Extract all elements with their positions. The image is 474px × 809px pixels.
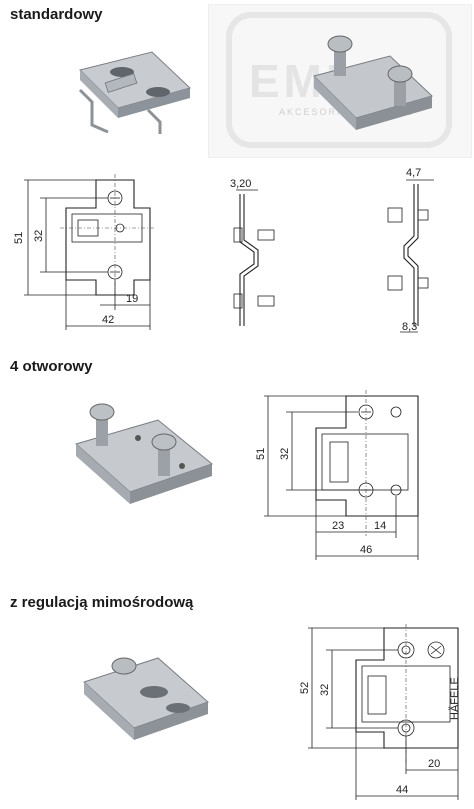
plate-4-hole-photo — [74, 403, 214, 504]
plate-with-screws-photo — [313, 35, 433, 130]
dim-4-hole-inner-height: 32 — [279, 448, 291, 460]
dim-standard-side-a-thickness: 3,20 — [230, 178, 251, 190]
dim-standard-offset: 19 — [126, 293, 138, 305]
drawing-standard-front: 51 32 19 42 — [13, 174, 156, 330]
drawing-standard-side-b: 4,7 8,3 — [387, 167, 434, 333]
dim-4-hole-offset-left: 23 — [332, 520, 344, 532]
dim-standard-side-b-bottom: 8,3 — [402, 321, 417, 333]
dim-standard-side-b-top: 4,7 — [406, 167, 421, 179]
dim-eccentric-height: 52 — [299, 682, 311, 694]
section-title-standardowy: standardowy — [10, 6, 103, 23]
section-title-eccentric: z regulacją mimośrodową — [10, 594, 194, 611]
section-title-4-otworowy: 4 otworowy — [10, 358, 93, 375]
part-label: HÄFELE — [449, 677, 461, 720]
dim-4-hole-offset-right: 14 — [374, 520, 386, 532]
dim-standard-inner-height: 32 — [33, 230, 45, 242]
drawing-4-hole: 51 32 23 14 46 — [255, 390, 419, 560]
dim-standard-height: 51 — [13, 232, 25, 244]
drawing-standard-side-a: 3,20 — [230, 178, 275, 326]
dim-4-hole-height: 51 — [255, 448, 267, 460]
dim-standard-width: 42 — [102, 314, 114, 326]
plate-standard-photo — [78, 51, 191, 134]
plate-eccentric-photo — [83, 657, 209, 740]
dim-eccentric-offset: 20 — [428, 758, 440, 770]
drawing-eccentric: HÄFELE 52 32 20 44 — [299, 624, 461, 800]
dim-eccentric-inner-height: 32 — [319, 684, 331, 696]
dim-eccentric-width: 44 — [396, 784, 408, 796]
dim-4-hole-width: 46 — [360, 544, 372, 556]
